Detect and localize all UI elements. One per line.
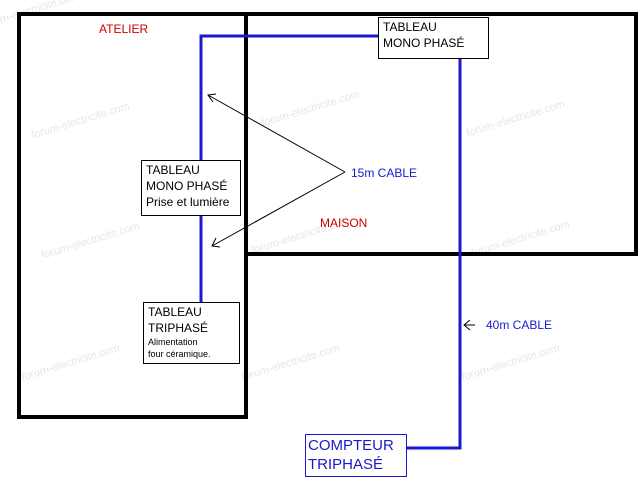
maison-label: MAISON (320, 216, 368, 230)
annotation-arrows (207, 93, 475, 331)
cable-label-40m: 40m CABLE (486, 318, 553, 332)
panel-title: TABLEAU (148, 305, 202, 319)
arrowhead-upper (207, 93, 217, 103)
meter-title: COMPTEUR (308, 437, 394, 454)
panel-note: four céramique. (148, 349, 211, 359)
panel-title: TABLEAU (383, 20, 437, 34)
meter-type: TRIPHASÉ (308, 456, 384, 473)
wire (199, 34, 462, 450)
panel-description: Prise et lumière (146, 195, 230, 209)
cable-label-15m: 15m CABLE (351, 166, 418, 180)
arrow-line-lower (211, 171, 346, 247)
panel-type: TRIPHASÉ (148, 321, 209, 335)
maison-main-panel: TABLEAU MONO PHASÉ (378, 17, 489, 59)
meter-box: COMPTEUR TRIPHASÉ (305, 434, 407, 477)
arrow-line-upper (207, 94, 346, 173)
maison-room (244, 12, 638, 256)
panel-type: MONO PHASÉ (146, 179, 228, 193)
arrowhead-lower (211, 237, 221, 248)
panel-note: Alimentation (148, 337, 198, 347)
atelier-mono-panel: TABLEAU MONO PHASÉ Prise et lumière (141, 160, 241, 216)
arrowhead-40m (463, 319, 471, 331)
atelier-tri-panel: TABLEAU TRIPHASÉ Alimentation four céram… (143, 302, 240, 364)
atelier-label: ATELIER (99, 22, 149, 36)
wire-meter-to-house (406, 46, 462, 450)
panel-title: TABLEAU (146, 163, 200, 177)
panel-type: MONO PHASÉ (383, 36, 465, 50)
